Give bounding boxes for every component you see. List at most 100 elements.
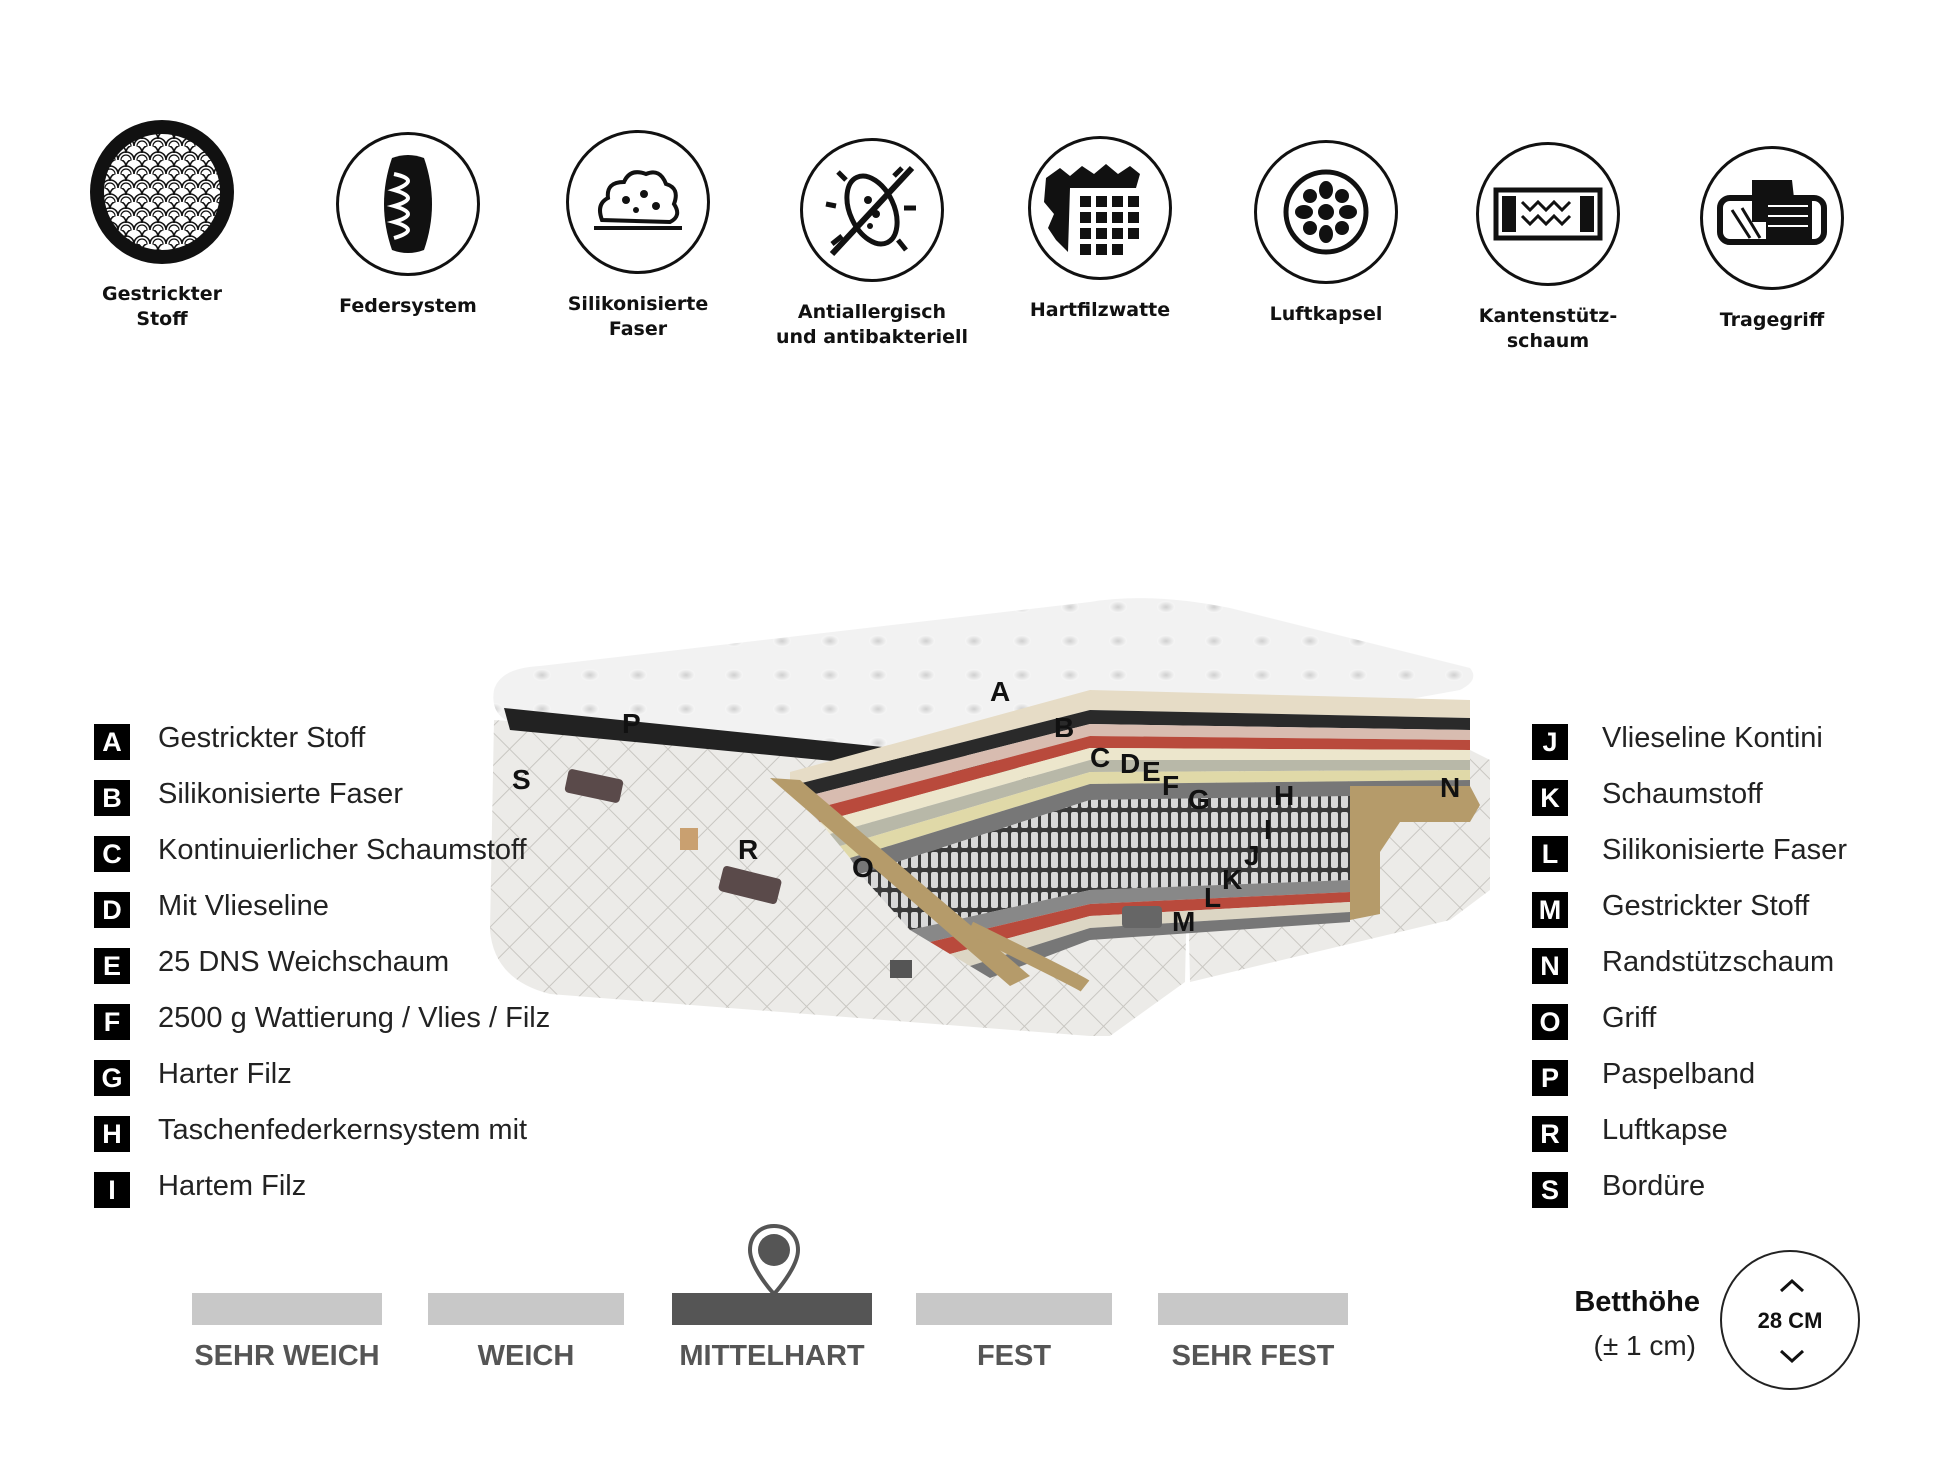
mattress-label-j: J bbox=[1244, 840, 1260, 871]
mattress-label-i: I bbox=[1264, 814, 1272, 845]
silicone-fiber-icon bbox=[566, 130, 710, 274]
legend-key: E bbox=[94, 948, 130, 984]
feature-knitted-fabric: Gestrickter Stoff bbox=[62, 120, 262, 332]
edge-support-icon bbox=[1476, 142, 1620, 286]
feature-hard-felt: Hartfilzwatte bbox=[1000, 136, 1200, 323]
mattress-label-m: M bbox=[1172, 906, 1196, 937]
legend-key: F bbox=[94, 1004, 130, 1040]
mattress-label-b: B bbox=[1054, 712, 1075, 743]
legend-key: S bbox=[1532, 1172, 1568, 1208]
legend-key: C bbox=[94, 836, 130, 872]
legend-text: Kontinuierlicher Schaumstoff bbox=[158, 833, 527, 866]
feature-label: Kantenstütz- schaum bbox=[1478, 305, 1618, 352]
mattress-label-d: D bbox=[1120, 748, 1141, 779]
bed-height-title: Betthöhe bbox=[1574, 1286, 1700, 1318]
legend-item: C Kontinuierlicher Schaumstoff bbox=[94, 822, 550, 878]
legend-key: J bbox=[1532, 724, 1568, 760]
legend-text: Luftkapse bbox=[1602, 1113, 1728, 1146]
legend-item: D Mit Vlieseline bbox=[94, 878, 550, 934]
firmness-bar-medium bbox=[672, 1293, 872, 1325]
feature-label: Tragegriff bbox=[1719, 309, 1825, 331]
feature-label: Antiallergisch und antibakteriell bbox=[775, 301, 969, 348]
legend-item: J Vlieseline Kontini bbox=[1532, 710, 1847, 766]
legend-text: 2500 g Wattierung / Vlies / Filz bbox=[158, 1001, 551, 1034]
legend-text: Mit Vlieseline bbox=[158, 889, 329, 922]
legend-item: P Paspelband bbox=[1532, 1046, 1847, 1102]
legend-item: E 25 DNS Weichschaum bbox=[94, 934, 550, 990]
legend-key: M bbox=[1532, 892, 1568, 928]
bed-height-value: 28 CM bbox=[1757, 1308, 1823, 1333]
legend-item: N Randstützschaum bbox=[1532, 934, 1847, 990]
firmness-bar-firm bbox=[916, 1293, 1112, 1325]
chevron-up-icon bbox=[1779, 1278, 1805, 1293]
mattress-label-a: A bbox=[990, 676, 1011, 707]
knitted-fabric-icon bbox=[90, 120, 234, 264]
mattress-label-r: R bbox=[738, 834, 759, 865]
legend-text: Gestrickter Stoff bbox=[158, 721, 366, 754]
legend-text: Paspelband bbox=[1602, 1057, 1756, 1090]
legend-text: 25 DNS Weichschaum bbox=[158, 945, 450, 978]
feature-label: Silikonisierte Faser bbox=[567, 293, 709, 340]
firmness-label: SEHR FEST bbox=[1171, 1340, 1335, 1372]
mattress-label-c: C bbox=[1090, 742, 1111, 773]
legend-text: Gestrickter Stoff bbox=[1602, 889, 1810, 922]
legend-right: J Vlieseline Kontini K Schaumstoff L Siliko… bbox=[1532, 710, 1847, 1214]
legend-text: Randstützschaum bbox=[1602, 945, 1835, 978]
feature-edge-support: Kantenstütz- schaum bbox=[1448, 142, 1648, 354]
legend-item: K Schaumstoff bbox=[1532, 766, 1847, 822]
mattress-label-s: S bbox=[512, 764, 531, 795]
chevron-down-icon bbox=[1779, 1349, 1805, 1364]
legend-text: Griff bbox=[1602, 1001, 1657, 1034]
mattress-illustration bbox=[490, 598, 1490, 1036]
firmness-bar-very-soft bbox=[192, 1293, 382, 1325]
feature-antibacterial: Antiallergisch und antibakteriell bbox=[772, 138, 972, 350]
legend-item: B Silikonisierte Faser bbox=[94, 766, 550, 822]
legend-text: Vlieseline Kontini bbox=[1602, 721, 1823, 754]
legend-text: Silikonisierte Faser bbox=[1602, 833, 1847, 866]
bed-height-dial: 28 CM bbox=[1720, 1250, 1860, 1390]
mattress-label-f: F bbox=[1162, 770, 1180, 801]
feature-silicone-fiber: Silikonisierte Faser bbox=[538, 130, 738, 342]
mattress-label-o: O bbox=[852, 852, 874, 883]
legend-item: S Bordüre bbox=[1532, 1158, 1847, 1214]
feature-label: Hartfilzwatte bbox=[1029, 299, 1171, 321]
mattress-label-g: G bbox=[1188, 784, 1210, 815]
mattress-label-h: H bbox=[1274, 780, 1295, 811]
legend-text: Taschenfederkernsystem mit bbox=[158, 1113, 528, 1146]
legend-key: P bbox=[1532, 1060, 1568, 1096]
legend-key: B bbox=[94, 780, 130, 816]
legend-key: D bbox=[94, 892, 130, 928]
firmness-label: SEHR WEICH bbox=[194, 1340, 380, 1372]
feature-spring-system: Federsystem bbox=[308, 132, 508, 319]
carry-handle-icon bbox=[1700, 146, 1844, 290]
legend-key: L bbox=[1532, 836, 1568, 872]
hard-felt-icon bbox=[1028, 136, 1172, 280]
legend-key: N bbox=[1532, 948, 1568, 984]
legend-text: Schaumstoff bbox=[1602, 777, 1763, 810]
feature-label: Gestrickter Stoff bbox=[102, 283, 222, 330]
firmness-label: MITTELHART bbox=[679, 1340, 865, 1372]
legend-text: Silikonisierte Faser bbox=[158, 777, 403, 810]
spring-system-icon bbox=[336, 132, 480, 276]
legend-key: K bbox=[1532, 780, 1568, 816]
feature-label: Federsystem bbox=[339, 295, 477, 317]
legend-key: G bbox=[94, 1060, 130, 1096]
firmness-label: FEST bbox=[976, 1340, 1052, 1372]
feature-label: Luftkapsel bbox=[1269, 303, 1383, 325]
firmness-bar-very-firm bbox=[1158, 1293, 1348, 1325]
legend-text: Bordüre bbox=[1602, 1169, 1706, 1202]
antibacterial-icon bbox=[800, 138, 944, 282]
feature-air-capsule: Luftkapsel bbox=[1226, 140, 1426, 327]
legend-key: H bbox=[94, 1116, 130, 1152]
edge-foam bbox=[770, 778, 1030, 986]
mattress-label-l: L bbox=[1204, 882, 1222, 913]
firmness-bar-soft bbox=[428, 1293, 624, 1325]
legend-left: A Gestrickter Stoff B Silikonisierte Faser… bbox=[94, 710, 550, 1214]
mattress-label-n: N bbox=[1440, 772, 1461, 803]
legend-key: A bbox=[94, 724, 130, 760]
bed-height-tolerance: (± 1 cm) bbox=[1593, 1330, 1696, 1361]
